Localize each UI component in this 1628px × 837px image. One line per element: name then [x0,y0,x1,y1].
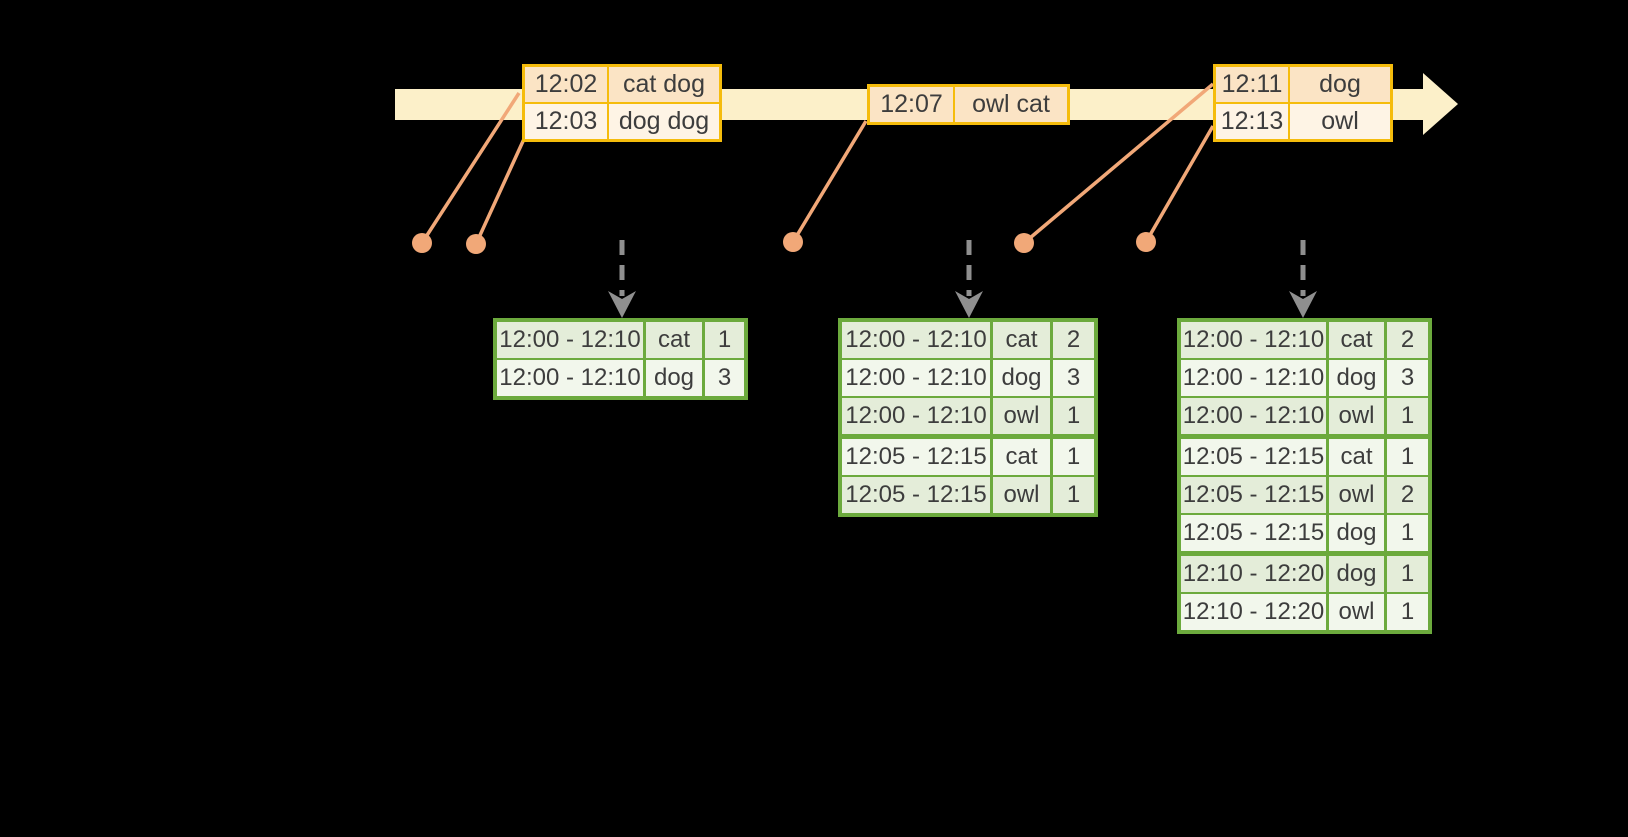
window-cell: 12:00 - 12:10 [497,360,643,396]
result-row: 12:00 - 12:10 dog 3 [1181,360,1428,396]
result-table-2: 12:00 - 12:10 cat 2 12:00 - 12:10 dog 3 … [838,318,1098,517]
count-cell: 1 [705,322,744,358]
result-table-1: 12:00 - 12:10 cat 1 12:00 - 12:10 dog 3 [493,318,748,400]
result-row: 12:05 - 12:15 owl 1 [842,477,1094,513]
word-cell: cat [993,439,1050,475]
count-cell: 1 [1387,398,1428,434]
window-cell: 12:05 - 12:15 [1181,477,1326,513]
trigger-arrow [1289,240,1317,318]
result-row: 12:10 - 12:20 owl 1 [1181,594,1428,630]
result-row: 12:05 - 12:15 owl 2 [1181,477,1428,513]
trigger-arrowhead-icon [608,291,636,318]
count-cell: 3 [1387,360,1428,396]
event-table-3: 12:11 dog 12:13 owl [1213,64,1393,142]
event-row: 12:03 dog dog [525,104,719,139]
result-row: 12:00 - 12:10 dog 3 [842,360,1094,396]
event-time-cell: 12:03 [525,104,607,139]
event-time-cell: 12:02 [525,67,607,102]
event-words-cell: dog dog [609,104,719,139]
event-dot [466,234,486,254]
count-cell: 1 [1387,556,1428,592]
word-cell: owl [1329,594,1384,630]
event-words-cell: cat dog [609,67,719,102]
trigger-arrow [955,240,983,318]
word-cell: cat [1329,439,1384,475]
trigger-arrowhead-icon [1289,291,1317,318]
result-row: 12:00 - 12:10 cat 2 [842,322,1094,358]
result-row: 12:00 - 12:10 cat 1 [497,322,744,358]
event-connector-line [420,92,521,244]
word-cell: dog [646,360,702,396]
window-cell: 12:05 - 12:15 [1181,515,1326,551]
result-table-3: 12:00 - 12:10 cat 2 12:00 - 12:10 dog 3 … [1177,318,1432,634]
event-dot [1136,232,1156,252]
trigger-arrowhead-icon [955,291,983,318]
result-row: 12:00 - 12:10 owl 1 [1181,398,1428,434]
window-cell: 12:05 - 12:15 [842,439,990,475]
event-connector-line [474,138,526,245]
timeline-arrowhead-icon [1423,73,1458,135]
result-row: 12:05 - 12:15 cat 1 [1181,439,1428,475]
event-dot [412,233,432,253]
word-cell: owl [1329,477,1384,513]
word-cell: dog [1329,515,1384,551]
event-dot [1014,233,1034,253]
result-row: 12:00 - 12:10 owl 1 [842,398,1094,434]
result-row: 12:05 - 12:15 dog 1 [1181,515,1428,551]
window-cell: 12:10 - 12:20 [1181,556,1326,592]
word-cell: owl [993,477,1050,513]
event-row: 12:13 owl [1216,104,1390,139]
word-cell: dog [993,360,1050,396]
window-cell: 12:00 - 12:10 [842,398,990,434]
window-cell: 12:00 - 12:10 [842,322,990,358]
count-cell: 1 [1387,594,1428,630]
event-words-cell: owl [1290,104,1390,139]
event-row: 12:02 cat dog [525,67,719,102]
window-cell: 12:00 - 12:10 [497,322,643,358]
event-connector-line [1144,125,1215,243]
count-cell: 1 [1053,398,1094,434]
window-cell: 12:05 - 12:15 [1181,439,1326,475]
count-cell: 2 [1053,322,1094,358]
event-words-cell: owl cat [955,87,1067,122]
count-cell: 1 [1053,439,1094,475]
word-cell: cat [646,322,702,358]
word-cell: owl [1329,398,1384,434]
word-cell: cat [1329,322,1384,358]
result-row: 12:10 - 12:20 dog 1 [1181,556,1428,592]
event-row: 12:11 dog [1216,67,1390,102]
event-time-cell: 12:11 [1216,67,1288,102]
window-cell: 12:10 - 12:20 [1181,594,1326,630]
count-cell: 3 [705,360,744,396]
event-time-cell: 12:07 [870,87,953,122]
result-row: 12:00 - 12:10 dog 3 [497,360,744,396]
count-cell: 1 [1053,477,1094,513]
event-table-1: 12:02 cat dog 12:03 dog dog [522,64,722,142]
window-cell: 12:00 - 12:10 [1181,322,1326,358]
window-cell: 12:00 - 12:10 [1181,360,1326,396]
word-cell: owl [993,398,1050,434]
trigger-arrow [608,240,636,318]
word-cell: dog [1329,556,1384,592]
count-cell: 2 [1387,477,1428,513]
count-cell: 1 [1387,515,1428,551]
result-row: 12:05 - 12:15 cat 1 [842,439,1094,475]
event-row: 12:07 owl cat [870,87,1067,122]
event-table-2: 12:07 owl cat [867,84,1070,125]
window-cell: 12:00 - 12:10 [842,360,990,396]
count-cell: 3 [1053,360,1094,396]
count-cell: 1 [1387,439,1428,475]
event-dot [783,232,803,252]
word-cell: cat [993,322,1050,358]
event-connector-line [791,120,868,243]
event-connector-line [1022,82,1215,245]
word-cell: dog [1329,360,1384,396]
result-row: 12:00 - 12:10 cat 2 [1181,322,1428,358]
event-time-cell: 12:13 [1216,104,1288,139]
count-cell: 2 [1387,322,1428,358]
window-cell: 12:00 - 12:10 [1181,398,1326,434]
window-cell: 12:05 - 12:15 [842,477,990,513]
event-words-cell: dog [1290,67,1390,102]
